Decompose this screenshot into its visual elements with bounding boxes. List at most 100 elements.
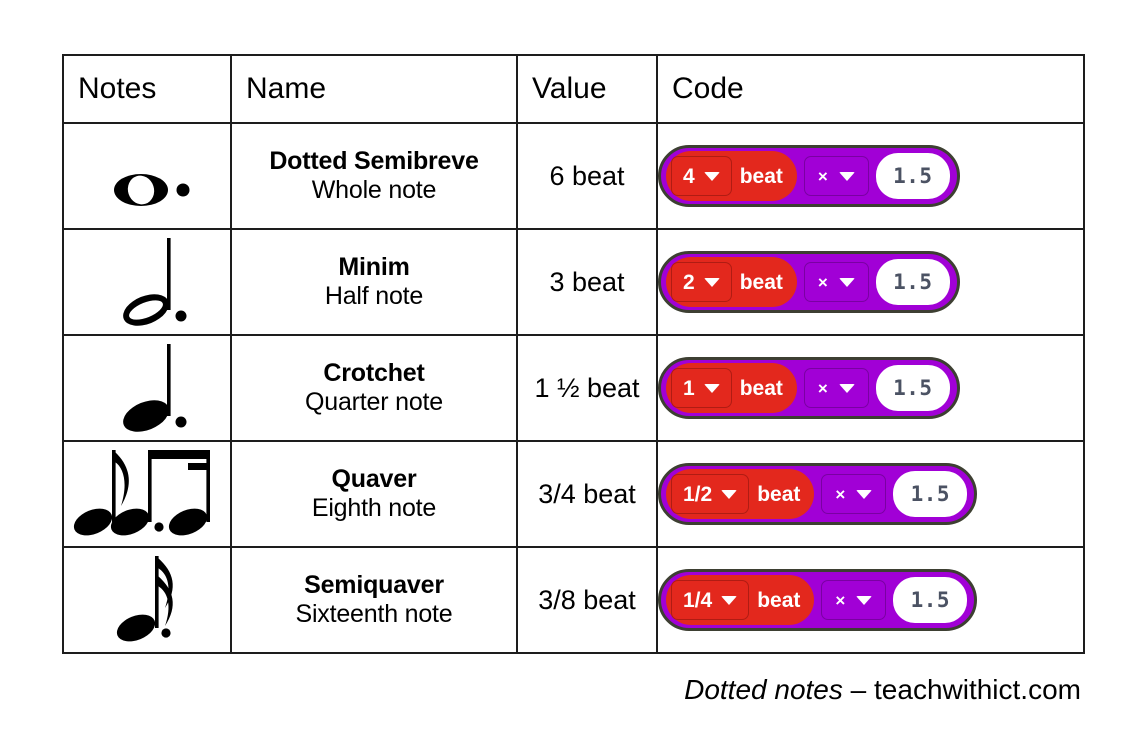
- multiplier-input[interactable]: 1.5: [875, 365, 950, 411]
- note-name-cell: Semiquaver Sixteenth note: [230, 546, 518, 654]
- scratch-block[interactable]: 1/4 beat × 1.5: [658, 569, 978, 631]
- note-name-cell: Dotted Semibreve Whole note: [230, 122, 518, 230]
- note-name-secondary: Sixteenth note: [295, 600, 453, 628]
- operator-dropdown[interactable]: ×: [803, 156, 869, 196]
- operator-label: ×: [817, 166, 828, 186]
- table-row: Semiquaver Sixteenth note 3/8 beat 1/4 b…: [62, 546, 1085, 654]
- scratch-block[interactable]: 1 beat × 1.5: [658, 357, 960, 419]
- beat-reporter-block[interactable]: 1/4 beat: [666, 575, 815, 625]
- note-value-cell: 3 beat: [516, 228, 658, 336]
- multiplier-value: 1.5: [910, 481, 951, 506]
- scratch-block[interactable]: 2 beat × 1.5: [658, 251, 960, 313]
- note-value-cell: 3/4 beat: [516, 440, 658, 548]
- dotted-sixteenth-note-icon: [64, 550, 230, 650]
- chevron-down-icon: [838, 383, 855, 393]
- beat-value-label: 1: [683, 376, 695, 400]
- caption-title: Dotted notes: [684, 674, 843, 705]
- note-value-cell: 3/8 beat: [516, 546, 658, 654]
- beat-unit-label: beat: [757, 482, 801, 506]
- multiplier-value: 1.5: [893, 375, 933, 400]
- dotted-whole-note-icon: [64, 126, 230, 226]
- dotted-quarter-note-icon: [64, 338, 230, 438]
- chevron-down-icon: [838, 277, 855, 287]
- multiplier-value: 1.5: [910, 587, 951, 612]
- note-glyph-cell: [62, 228, 232, 336]
- beat-reporter-block[interactable]: 1 beat: [666, 363, 797, 413]
- header-cell-code: Code: [656, 54, 1085, 124]
- header-cell-value: Value: [516, 54, 658, 124]
- code-block-cell: 1/2 beat × 1.5: [656, 440, 1085, 548]
- operator-label: ×: [817, 378, 828, 398]
- note-name-cell: Minim Half note: [230, 228, 518, 336]
- note-name-primary: Dotted Semibreve: [269, 146, 479, 175]
- beat-value-label: 1/4: [683, 588, 713, 612]
- note-name-secondary: Half note: [324, 282, 424, 310]
- multiplier-input[interactable]: 1.5: [893, 577, 968, 623]
- scratch-block[interactable]: 1/2 beat × 1.5: [658, 463, 978, 525]
- table-row: Quaver Eighth note 3/4 beat 1/2 beat: [62, 440, 1085, 548]
- beat-reporter-block[interactable]: 1/2 beat: [666, 469, 815, 519]
- dotted-half-note-icon: [64, 232, 230, 332]
- operator-dropdown[interactable]: ×: [803, 262, 869, 302]
- note-glyph-cell: [62, 546, 232, 654]
- footer-caption: Dotted notes – teachwithict.com: [684, 676, 1081, 704]
- table-row: Crotchet Quarter note 1 ½ beat 1 beat: [62, 334, 1085, 442]
- header-cell-notes: Notes: [62, 54, 232, 124]
- chevron-down-icon: [721, 489, 738, 499]
- note-glyph-cell: [62, 122, 232, 230]
- note-name-secondary: Eighth note: [311, 494, 437, 522]
- chevron-down-icon: [703, 171, 720, 181]
- beat-reporter-block[interactable]: 4 beat: [666, 151, 797, 201]
- code-block-cell: 2 beat × 1.5: [656, 228, 1085, 336]
- note-glyph-cell: [62, 440, 232, 548]
- chevron-down-icon: [856, 489, 873, 499]
- beat-value-dropdown[interactable]: 4: [671, 156, 732, 196]
- note-value-cell: 1 ½ beat: [516, 334, 658, 442]
- beat-value-label: 1/2: [683, 482, 713, 506]
- note-name-cell: Quaver Eighth note: [230, 440, 518, 548]
- operator-dropdown[interactable]: ×: [821, 474, 887, 514]
- note-name-primary: Minim: [338, 252, 410, 281]
- multiplier-input[interactable]: 1.5: [893, 471, 968, 517]
- beat-reporter-block[interactable]: 2 beat: [666, 257, 797, 307]
- scratch-block[interactable]: 4 beat × 1.5: [658, 145, 960, 207]
- dotted-eighth-note-and-beamed-pair-icon: [64, 444, 230, 544]
- beat-value-dropdown[interactable]: 1/4: [671, 580, 750, 620]
- note-value-cell: 6 beat: [516, 122, 658, 230]
- note-name-cell: Crotchet Quarter note: [230, 334, 518, 442]
- note-name-secondary: Whole note: [311, 176, 437, 204]
- beat-unit-label: beat: [757, 588, 801, 612]
- table-row: Minim Half note 3 beat 2 beat: [62, 228, 1085, 336]
- chevron-down-icon: [703, 383, 720, 393]
- operator-label: ×: [817, 272, 828, 292]
- chevron-down-icon: [703, 277, 720, 287]
- note-glyph-cell: [62, 334, 232, 442]
- beat-value-label: 2: [683, 270, 695, 294]
- beat-unit-label: beat: [739, 270, 783, 294]
- table-row: Dotted Semibreve Whole note 6 beat 4 bea…: [62, 122, 1085, 230]
- column-header-notes: Notes: [78, 72, 157, 105]
- note-name-secondary: Quarter note: [305, 388, 443, 416]
- chevron-down-icon: [721, 595, 738, 605]
- beat-value-label: 4: [683, 164, 695, 188]
- multiplier-input[interactable]: 1.5: [875, 153, 950, 199]
- operator-dropdown[interactable]: ×: [821, 580, 887, 620]
- beat-value-dropdown[interactable]: 1/2: [671, 474, 750, 514]
- column-header-value: Value: [532, 72, 607, 105]
- operator-label: ×: [835, 484, 846, 504]
- note-name-primary: Quaver: [331, 464, 417, 493]
- caption-source: – teachwithict.com: [842, 674, 1081, 705]
- operator-dropdown[interactable]: ×: [803, 368, 869, 408]
- code-block-cell: 4 beat × 1.5: [656, 122, 1085, 230]
- header-cell-name: Name: [230, 54, 518, 124]
- code-block-cell: 1 beat × 1.5: [656, 334, 1085, 442]
- column-header-name: Name: [246, 72, 327, 105]
- multiplier-value: 1.5: [893, 163, 933, 188]
- chevron-down-icon: [838, 171, 855, 181]
- beat-value-dropdown[interactable]: 2: [671, 262, 732, 302]
- multiplier-input[interactable]: 1.5: [875, 259, 950, 305]
- beat-value-dropdown[interactable]: 1: [671, 368, 732, 408]
- note-name-primary: Crotchet: [323, 358, 425, 387]
- code-block-cell: 1/4 beat × 1.5: [656, 546, 1085, 654]
